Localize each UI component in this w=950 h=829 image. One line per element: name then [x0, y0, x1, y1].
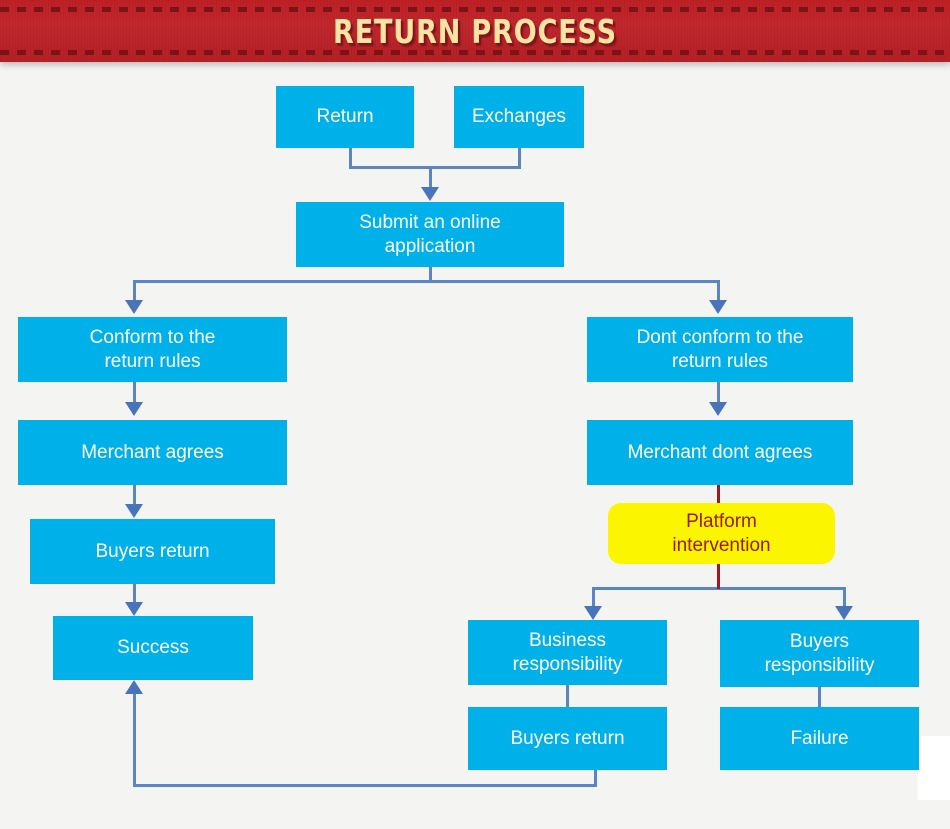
edge-feedback-up: [133, 694, 136, 785]
arrow-into-success-from-feedback: [125, 680, 143, 694]
node-submit-line2: application: [384, 235, 476, 257]
edge-split-horizontal: [133, 280, 720, 283]
node-business-line1: Business: [528, 630, 607, 652]
arrow-into-submit: [421, 187, 439, 201]
node-buyers-return-right[interactable]: Buyers return: [468, 707, 667, 770]
node-failure-label: Failure: [790, 727, 849, 749]
node-platform-line2: intervention: [672, 534, 771, 556]
node-merchant-dont-agrees-label: Merchant dont agrees: [627, 441, 813, 463]
node-exchanges[interactable]: Exchanges: [454, 86, 584, 148]
node-buyers-resp-line1: Buyers: [789, 631, 850, 653]
node-failure[interactable]: Failure: [720, 707, 919, 770]
canvas-corner-notch: [918, 736, 950, 800]
edge-merge-horizontal: [349, 166, 521, 169]
page-header-banner: RETURN PROCESS: [0, 0, 950, 62]
node-business-line2: responsibility: [512, 653, 623, 675]
node-return-label: Return: [316, 106, 374, 128]
node-buyers-return-left-label: Buyers return: [95, 540, 210, 562]
edge-merchant-agrees-to-buyers-return: [133, 485, 136, 507]
node-buyers-resp-line2: responsibility: [764, 654, 875, 676]
node-platform-line1: Platform: [686, 511, 757, 533]
node-buyers-return-left[interactable]: Buyers return: [30, 519, 275, 584]
edge-exchanges-down: [518, 148, 521, 169]
node-platform-intervention[interactable]: Platform intervention: [608, 503, 835, 564]
edge-dont-conform-to-merchant: [717, 382, 720, 405]
node-dont-conform-line1: Dont conform to the: [636, 327, 804, 349]
arrow-into-business-responsibility: [584, 606, 602, 620]
node-dont-conform-rules[interactable]: Dont conform to the return rules: [587, 317, 853, 382]
node-merchant-agrees-label: Merchant agrees: [81, 441, 224, 463]
node-conform-line1: Conform to the: [89, 327, 216, 349]
node-success-label: Success: [117, 637, 189, 659]
node-merchant-dont-agrees[interactable]: Merchant dont agrees: [587, 420, 853, 485]
node-merchant-agrees[interactable]: Merchant agrees: [18, 420, 287, 485]
edge-return-down: [349, 148, 352, 169]
node-dont-conform-line2: return rules: [671, 350, 769, 372]
arrow-into-merchant-dont-agrees: [709, 402, 727, 416]
node-success[interactable]: Success: [53, 616, 253, 680]
edge-business-to-buyers-return: [566, 685, 569, 708]
edge-split-left-down: [133, 280, 136, 302]
edge-platform-split-left-down: [592, 587, 595, 609]
node-conform-line2: return rules: [104, 350, 201, 372]
node-business-responsibility[interactable]: Business responsibility: [468, 620, 667, 685]
edge-merge-to-submit: [429, 166, 432, 189]
node-return[interactable]: Return: [276, 86, 414, 148]
edge-feedback-horizontal: [133, 784, 597, 787]
node-buyers-return-right-label: Buyers return: [510, 727, 625, 749]
page-title: RETURN PROCESS: [333, 11, 617, 51]
arrow-into-merchant-agrees: [125, 402, 143, 416]
node-submit-application[interactable]: Submit an online application: [296, 202, 564, 267]
arrow-into-success: [125, 602, 143, 616]
node-conform-rules[interactable]: Conform to the return rules: [18, 317, 287, 382]
node-exchanges-label: Exchanges: [471, 106, 566, 128]
edge-feedback-down: [594, 770, 597, 787]
edge-platform-split-right-down: [843, 587, 846, 609]
arrow-into-buyers-return-left: [125, 504, 143, 518]
edge-buyers-resp-to-failure: [818, 687, 821, 708]
edge-split-right-down: [717, 280, 720, 302]
edge-conform-to-merchant: [133, 382, 136, 405]
edge-submit-down: [429, 267, 432, 283]
edge-buyers-return-to-success: [133, 584, 136, 606]
arrow-into-buyers-responsibility: [835, 606, 853, 620]
node-submit-line1: Submit an online: [359, 212, 501, 234]
arrow-into-conform: [125, 300, 143, 314]
arrow-into-dont-conform: [709, 300, 727, 314]
node-buyers-responsibility[interactable]: Buyers responsibility: [720, 620, 919, 687]
